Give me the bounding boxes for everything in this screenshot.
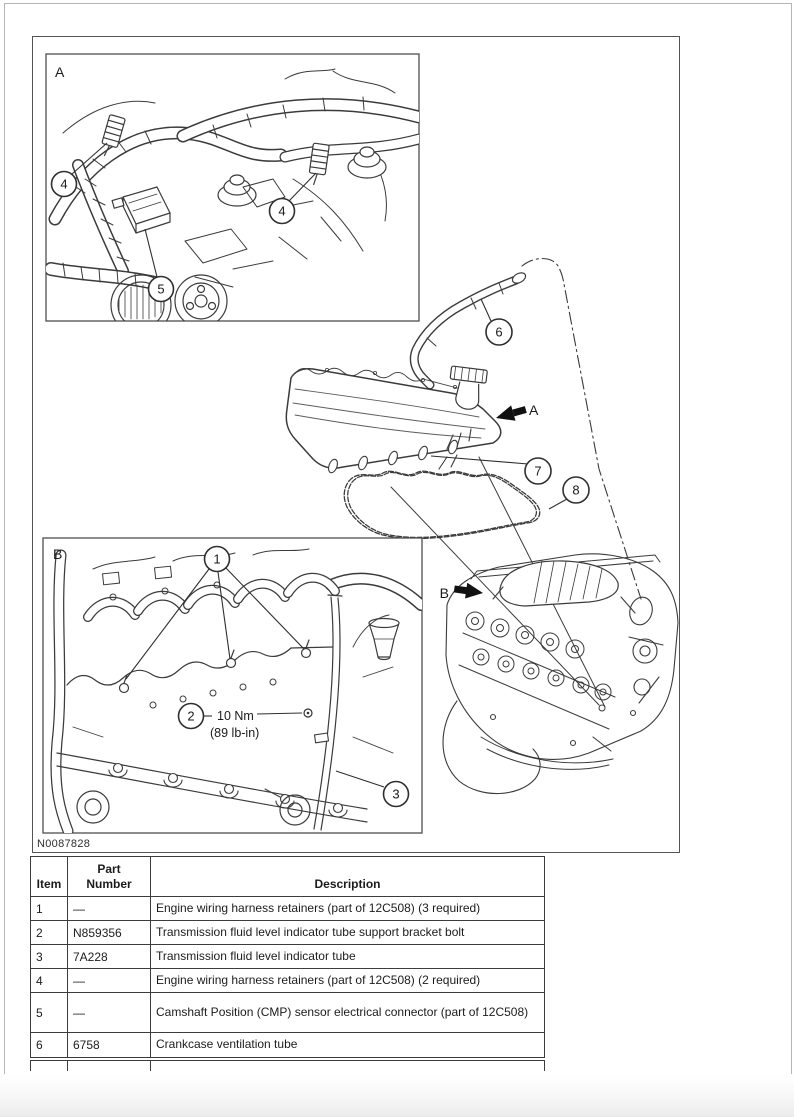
- callout-1-label: 1: [213, 552, 220, 567]
- table-row: 5 — Camshaft Position (CMP) sensor elect…: [30, 992, 545, 1033]
- part-number-cell: 7A228: [67, 944, 151, 969]
- description-cell: [150, 1060, 545, 1071]
- part-number-cell: —: [67, 896, 151, 921]
- view-arrow-b-icon: [453, 582, 483, 599]
- callout-3-circle: [382, 780, 410, 808]
- table-row: 1 — Engine wiring harness retainers (par…: [30, 896, 545, 921]
- callout-8-label: 8: [572, 483, 579, 498]
- engine-figure-svg: 6 7 8 A B: [42, 53, 679, 834]
- callout-4a-label: 4: [60, 177, 67, 192]
- torque-value: 10 Nm: [217, 709, 254, 723]
- view-arrow-b-label: B: [440, 585, 449, 601]
- callout-4b-label: 4: [278, 204, 285, 219]
- callout-7-circle: [524, 457, 552, 485]
- item-cell: 3: [30, 944, 68, 969]
- description-cell: Engine wiring harness retainers (part of…: [150, 968, 545, 993]
- col-header-part-number: Part Number: [67, 856, 151, 897]
- callout-6-label: 6: [495, 325, 502, 340]
- callout-5-circle: [147, 275, 175, 303]
- callout-7-label: 7: [534, 464, 541, 479]
- vent-tube-drawing: [409, 272, 527, 390]
- callout-1-circle: [203, 545, 231, 573]
- inset-a-artwork: [46, 68, 419, 321]
- col-header-description: Description: [150, 856, 545, 897]
- col-header-item: Item: [30, 856, 68, 897]
- callout-3-label: 3: [392, 787, 399, 802]
- callout-8-circle: [562, 476, 590, 504]
- inset-b-label: B: [53, 546, 62, 562]
- table-header-row: Item Part Number Description: [30, 856, 545, 897]
- table-row: 6 6758 Crankcase ventilation tube: [30, 1032, 545, 1058]
- parts-table: Item Part Number Description 1 — Engine …: [30, 856, 545, 1058]
- table-row: 2 N859356 Transmission fluid level indic…: [30, 920, 545, 945]
- gasket-drawing: [343, 470, 541, 540]
- page-bottom-fade: [0, 1074, 794, 1117]
- callout-4a-circle: [50, 170, 78, 198]
- inset-b-callouts: [125, 545, 410, 808]
- view-a-dashdot-line: [521, 257, 642, 600]
- description-cell: Camshaft Position (CMP) sensor electrica…: [150, 992, 545, 1033]
- oil-funnel-drawing: [368, 617, 400, 661]
- view-arrow-a-label: A: [529, 402, 539, 418]
- item-cell: 2: [30, 920, 68, 945]
- oil-filler-cap: [449, 365, 488, 410]
- inset-b-artwork: [50, 548, 422, 833]
- view-arrow-a-icon: [496, 405, 527, 421]
- item-cell: 5: [30, 992, 68, 1033]
- description-cell: Crankcase ventilation tube: [150, 1032, 545, 1058]
- table-row: 3 7A228 Transmission fluid level indicat…: [30, 944, 545, 969]
- callout-2-label: 2: [187, 709, 194, 724]
- table-row: 4 — Engine wiring harness retainers (par…: [30, 968, 545, 993]
- figure-illustration: 6 7 8 A B: [32, 36, 680, 853]
- part-number-cell: —: [67, 992, 151, 1033]
- dipstick-tube-drawing: [313, 594, 343, 831]
- main-callouts: [430, 298, 590, 510]
- part-number-cell: —: [67, 968, 151, 993]
- cmp-connector-drawing: [111, 186, 171, 234]
- inset-a-label: A: [55, 64, 65, 80]
- item-cell: 6: [30, 1032, 68, 1058]
- description-cell: Transmission fluid level indicator tube: [150, 944, 545, 969]
- harness-retainer-drawing-1: [101, 114, 126, 157]
- part-number-cell: [67, 1060, 151, 1071]
- parts-table-continued: [30, 1060, 545, 1071]
- torque-value-lbin: (89 lb-in): [210, 726, 259, 740]
- callout-4b-circle: [268, 197, 296, 225]
- part-number-cell: 6758: [67, 1032, 151, 1058]
- figure-id: N0087828: [37, 838, 91, 850]
- description-cell: Engine wiring harness retainers (part of…: [150, 896, 545, 921]
- inset-a-callouts: [50, 142, 317, 303]
- main-artwork: [285, 257, 679, 795]
- callout-2-circle: [177, 702, 205, 730]
- valve-cover-drawing: [285, 365, 502, 474]
- description-cell: Transmission fluid level indicator tube …: [150, 920, 545, 945]
- engine-block-drawing: [442, 553, 679, 795]
- part-number-cell: N859356: [67, 920, 151, 945]
- retainer-points: [118, 639, 312, 694]
- item-cell: [30, 1060, 68, 1071]
- callout-6-circle: [485, 318, 513, 346]
- table-row-partial: [30, 1060, 545, 1071]
- harness-retainer-drawing-2: [308, 142, 330, 186]
- item-cell: 1: [30, 896, 68, 921]
- item-cell: 4: [30, 968, 68, 993]
- callout-5-label: 5: [157, 282, 164, 297]
